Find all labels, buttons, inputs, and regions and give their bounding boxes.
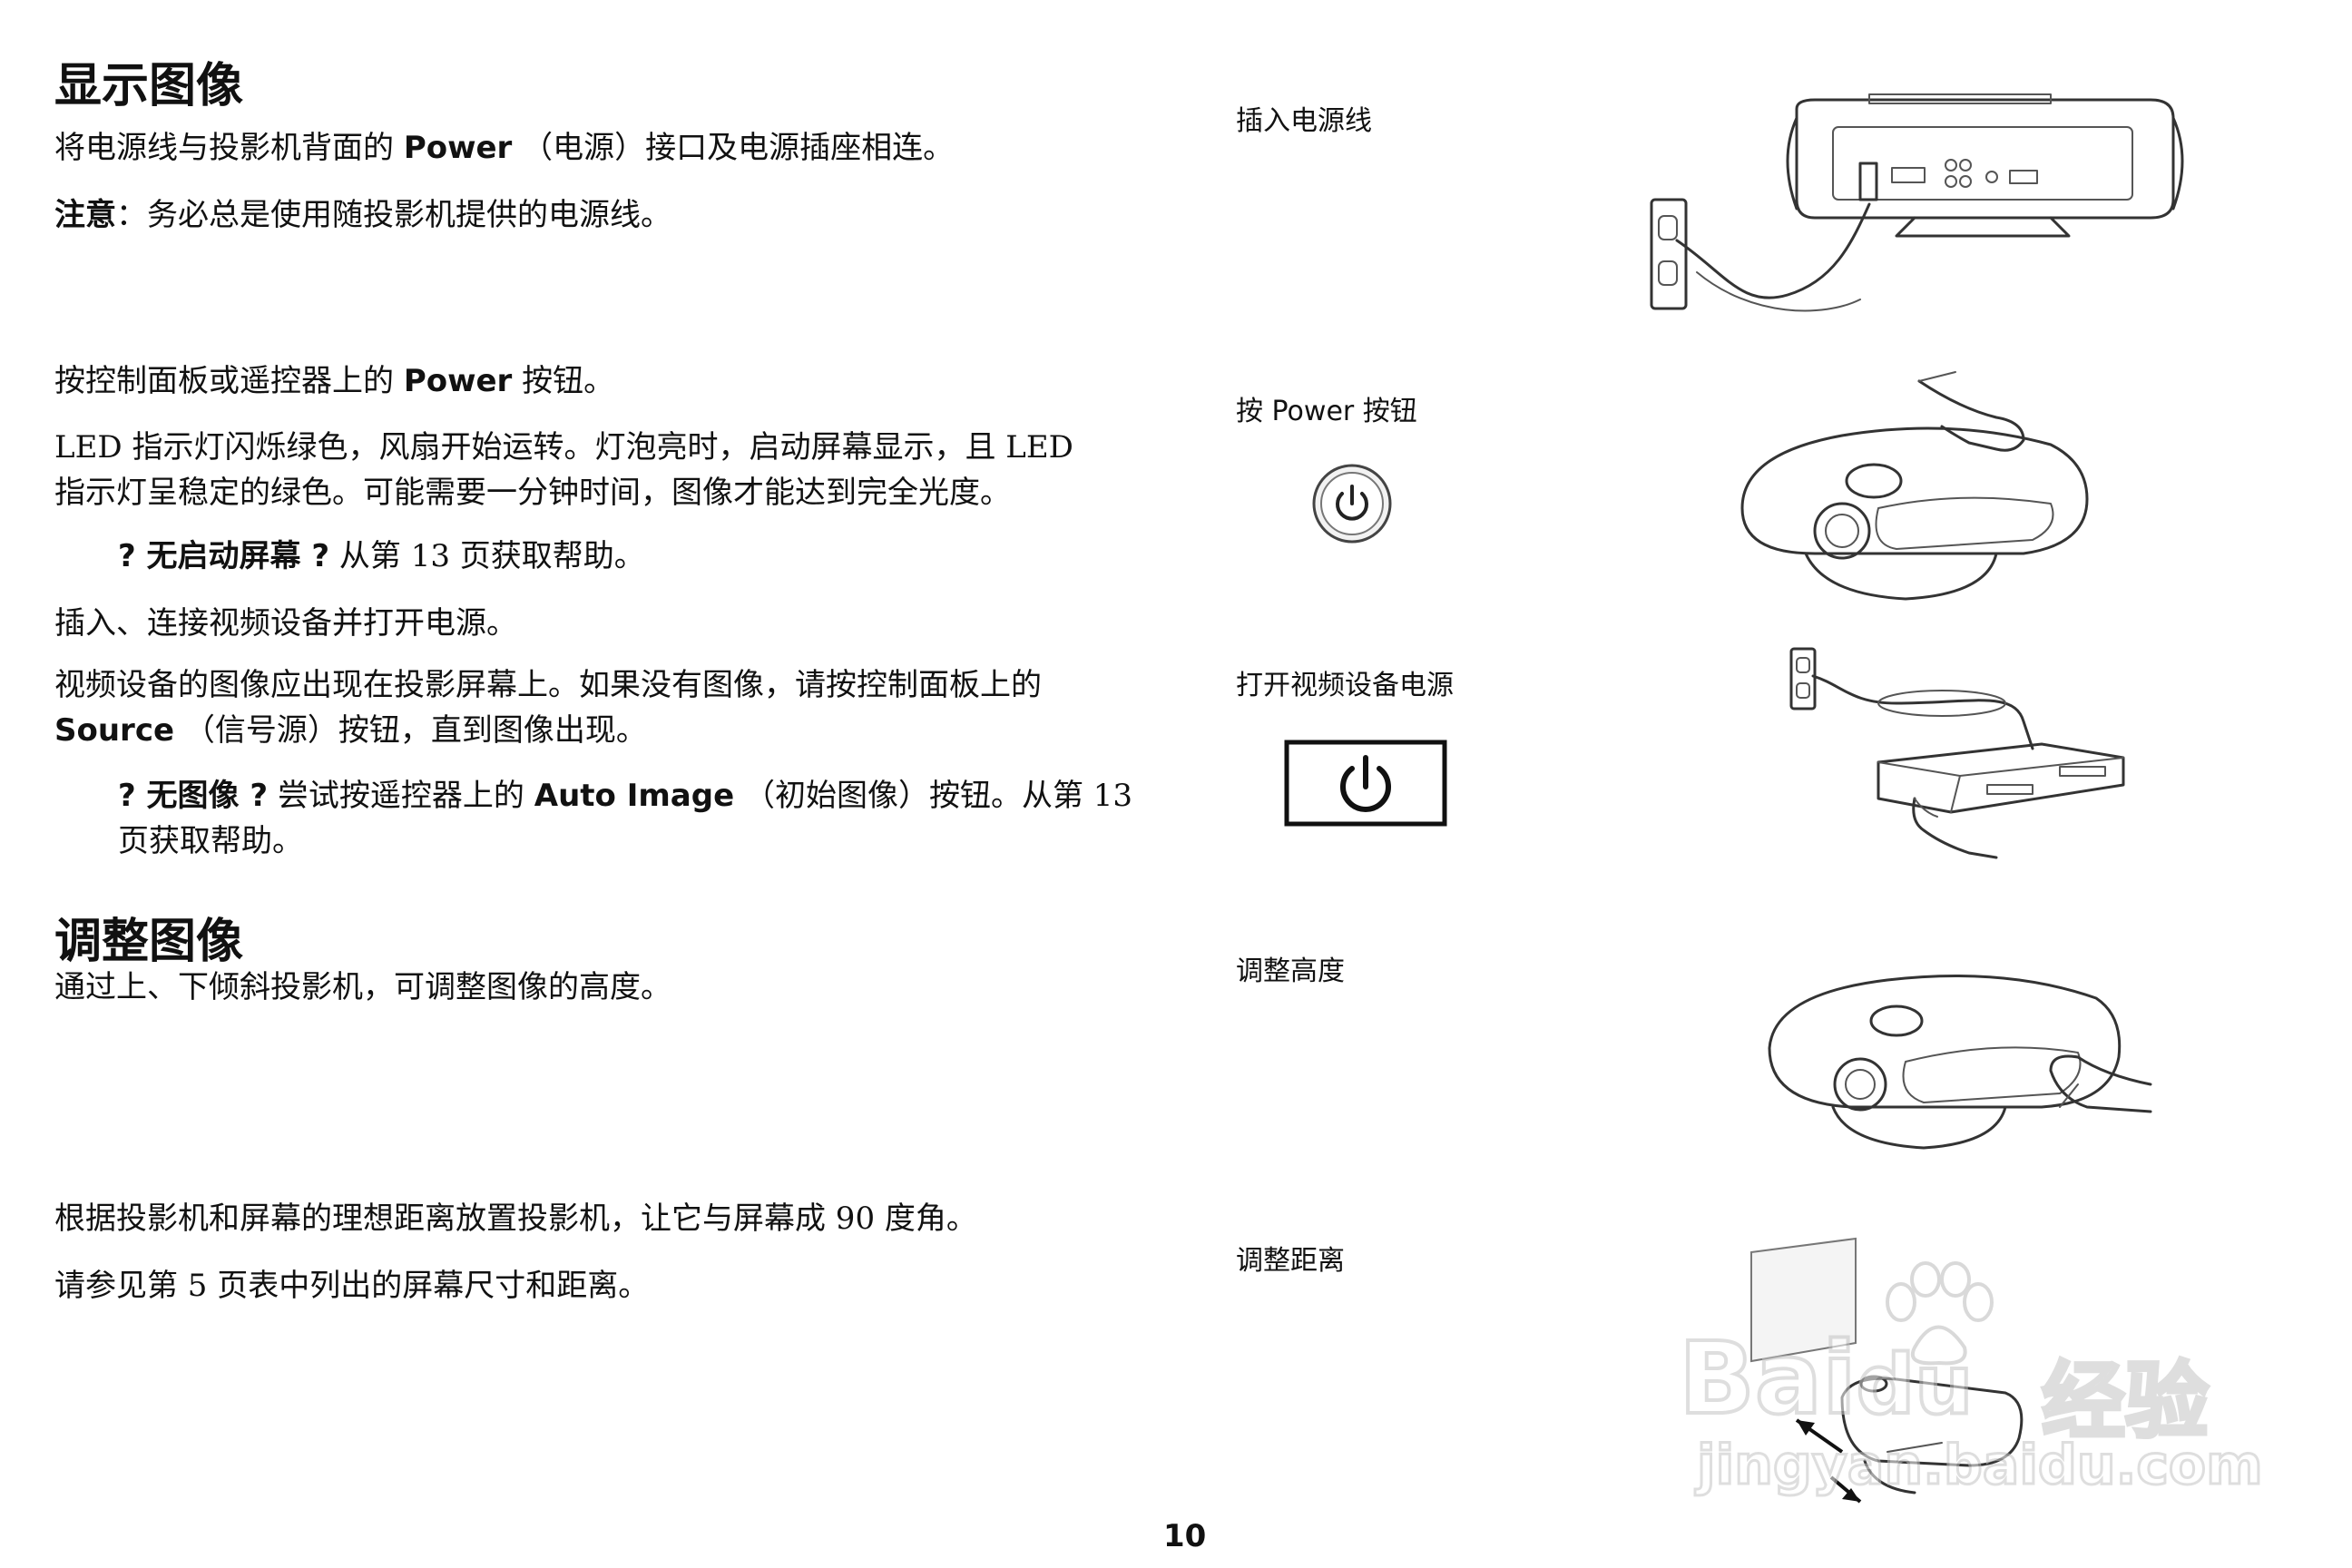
caption-press-power: 按 Power 按钮 xyxy=(1236,396,1417,427)
power-keyword: Power xyxy=(403,363,513,399)
para-line: LED 指示灯闪烁绿色，风扇开始运转。灯泡亮时，启动屏幕显示，且 LED xyxy=(54,429,1073,466)
para-press-power: 按控制面板或遥控器上的 Power 按钮。 xyxy=(54,358,614,404)
para-screen-size: 请参见第 5 页表中列出的屏幕尺寸和距离。 xyxy=(54,1268,650,1304)
watermark-cn: 经验 xyxy=(2040,1351,2210,1452)
para-line: 视频设备的图像应出现在投影屏幕上。如果没有图像，请按控制面板上的 xyxy=(54,667,1042,703)
tip-text: 尝试按遥控器上的 xyxy=(268,778,534,814)
tip-label: ? 无启动屏幕 ? xyxy=(118,538,330,574)
para-connect-power: 将电源线与投影机背面的 Power （电源）接口及电源插座相连。 xyxy=(54,125,954,171)
para-text: 将电源线与投影机背面的 xyxy=(54,130,404,166)
tip-text: （初始图像）按钮。从第 13 xyxy=(734,778,1133,814)
tip-line: ? 无图像 ? 尝试按遥控器上的 Auto Image （初始图像）按钮。从第 … xyxy=(118,773,1132,818)
para-note: 注意：务必总是使用随投影机提供的电源线。 xyxy=(54,192,671,238)
note-text: ：务必总是使用随投影机提供的电源线。 xyxy=(116,197,671,233)
para-line: Source （信号源）按钮，直到图像出现。 xyxy=(54,708,1042,753)
tip-no-image: ? 无图像 ? 尝试按遥控器上的 Auto Image （初始图像）按钮。从第 … xyxy=(118,773,1132,864)
source-keyword: Source xyxy=(54,712,175,749)
projector-back-illustration xyxy=(1650,93,2184,312)
note-label: 注意 xyxy=(54,197,116,233)
para-distance: 根据投影机和屏幕的理想距离放置投影机，让它与屏幕成 90 度角。 xyxy=(54,1200,977,1237)
projector-press-illustration xyxy=(1740,371,2089,601)
para-led: LED 指示灯闪烁绿色，风扇开始运转。灯泡亮时，启动屏幕显示，且 LED 指示灯… xyxy=(54,425,1073,515)
section-title-adjust: 调整图像 xyxy=(54,915,244,969)
power-keyword: Power xyxy=(403,130,513,166)
baidu-watermark: Baidu 经验 jingyan.baidu.com xyxy=(1677,1261,2278,1499)
watermark-brand2: du xyxy=(1855,1336,1975,1435)
auto-image-keyword: Auto Image xyxy=(534,778,735,814)
section-title-display: 显示图像 xyxy=(54,59,244,113)
para-tilt: 通过上、下倾斜投影机，可调整图像的高度。 xyxy=(54,969,671,1005)
video-device-illustration xyxy=(1789,647,2125,859)
tip-label: ? 无图像 ? xyxy=(118,778,269,814)
tip-line: 页获取帮助。 xyxy=(118,823,303,859)
para-text: （信号源）按钮，直到图像出现。 xyxy=(174,712,647,749)
tip-no-startup-screen: ? 无启动屏幕 ? 从第 13 页获取帮助。 xyxy=(118,534,645,579)
projector-height-illustration xyxy=(1768,975,2152,1150)
caption-plug-power: 插入电源线 xyxy=(1236,105,1372,137)
tip-text: 从第 13 页获取帮助。 xyxy=(329,538,645,574)
projector-distance-illustration xyxy=(1750,1237,2024,1504)
para-text: 按控制面板或遥控器上的 xyxy=(54,363,404,399)
power-button-icon xyxy=(1312,464,1392,544)
para-text: 按钮。 xyxy=(512,363,615,399)
para-line: 指示灯呈稳定的绿色。可能需要一分钟时间，图像才能达到完全光度。 xyxy=(54,475,1011,511)
watermark-url: jingyan.baidu.com xyxy=(1696,1433,2265,1499)
para-video-image: 视频设备的图像应出现在投影屏幕上。如果没有图像，请按控制面板上的 Source … xyxy=(54,662,1042,753)
para-connect-video: 插入、连接视频设备并打开电源。 xyxy=(54,605,517,642)
caption-video-power: 打开视频设备电源 xyxy=(1236,670,1454,701)
caption-adjust-distance: 调整距离 xyxy=(1236,1245,1345,1277)
paw-icon xyxy=(1886,1261,1994,1366)
video-power-icon xyxy=(1284,740,1447,827)
watermark-brand: Bai xyxy=(1677,1318,1858,1438)
para-text: （电源）接口及电源插座相连。 xyxy=(512,130,955,166)
caption-adjust-height: 调整高度 xyxy=(1236,956,1345,987)
page-number: 10 xyxy=(1163,1518,1207,1554)
